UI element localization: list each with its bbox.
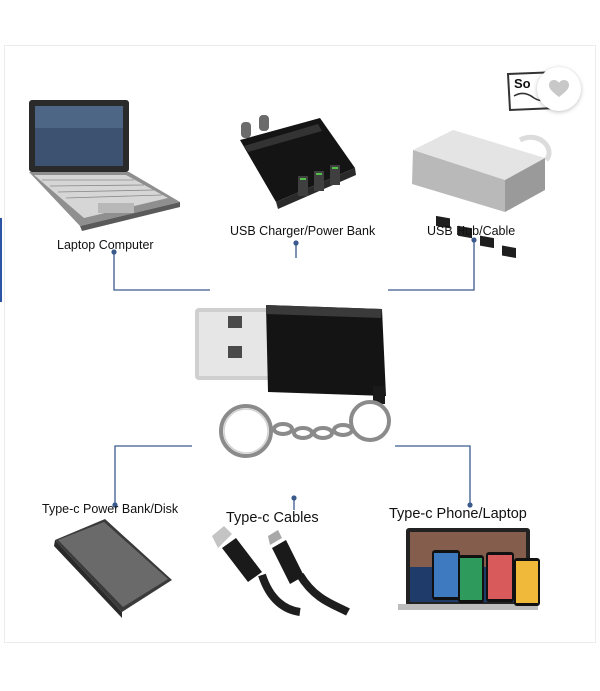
connector-dot — [291, 495, 297, 501]
connector-dot — [467, 502, 473, 508]
wishlist-button[interactable] — [537, 67, 581, 111]
connector-dot — [111, 249, 117, 255]
connector-dot — [293, 240, 299, 246]
label-type-c-power-bank: Type-c Power Bank/Disk — [42, 502, 179, 516]
label-laptop-computer: Laptop Computer — [57, 238, 154, 252]
phones-laptop-image — [398, 528, 540, 610]
power-bank-image — [54, 519, 172, 618]
label-type-c-phone-laptop: Type-c Phone/Laptop — [389, 506, 527, 522]
connector-dot — [471, 237, 477, 243]
label-usb-charger: USB Charger/Power Bank — [230, 224, 376, 238]
connector-lines — [113, 240, 475, 510]
usb-otg-adapter-image — [195, 305, 386, 404]
heart-icon — [549, 80, 569, 97]
key-ring-chain — [219, 400, 391, 458]
label-usb-hub: USB Hub/Cable — [427, 224, 516, 238]
type-c-cables-image — [212, 526, 350, 616]
usb-charger-image — [240, 115, 356, 209]
laptop-image — [29, 100, 180, 231]
label-type-c-cables: Type-c Cables — [226, 510, 319, 526]
connector-dot — [112, 502, 118, 508]
usb-hub-image — [412, 130, 552, 258]
brand-badge-text: So — [514, 76, 531, 91]
side-accent-bar — [0, 218, 2, 302]
